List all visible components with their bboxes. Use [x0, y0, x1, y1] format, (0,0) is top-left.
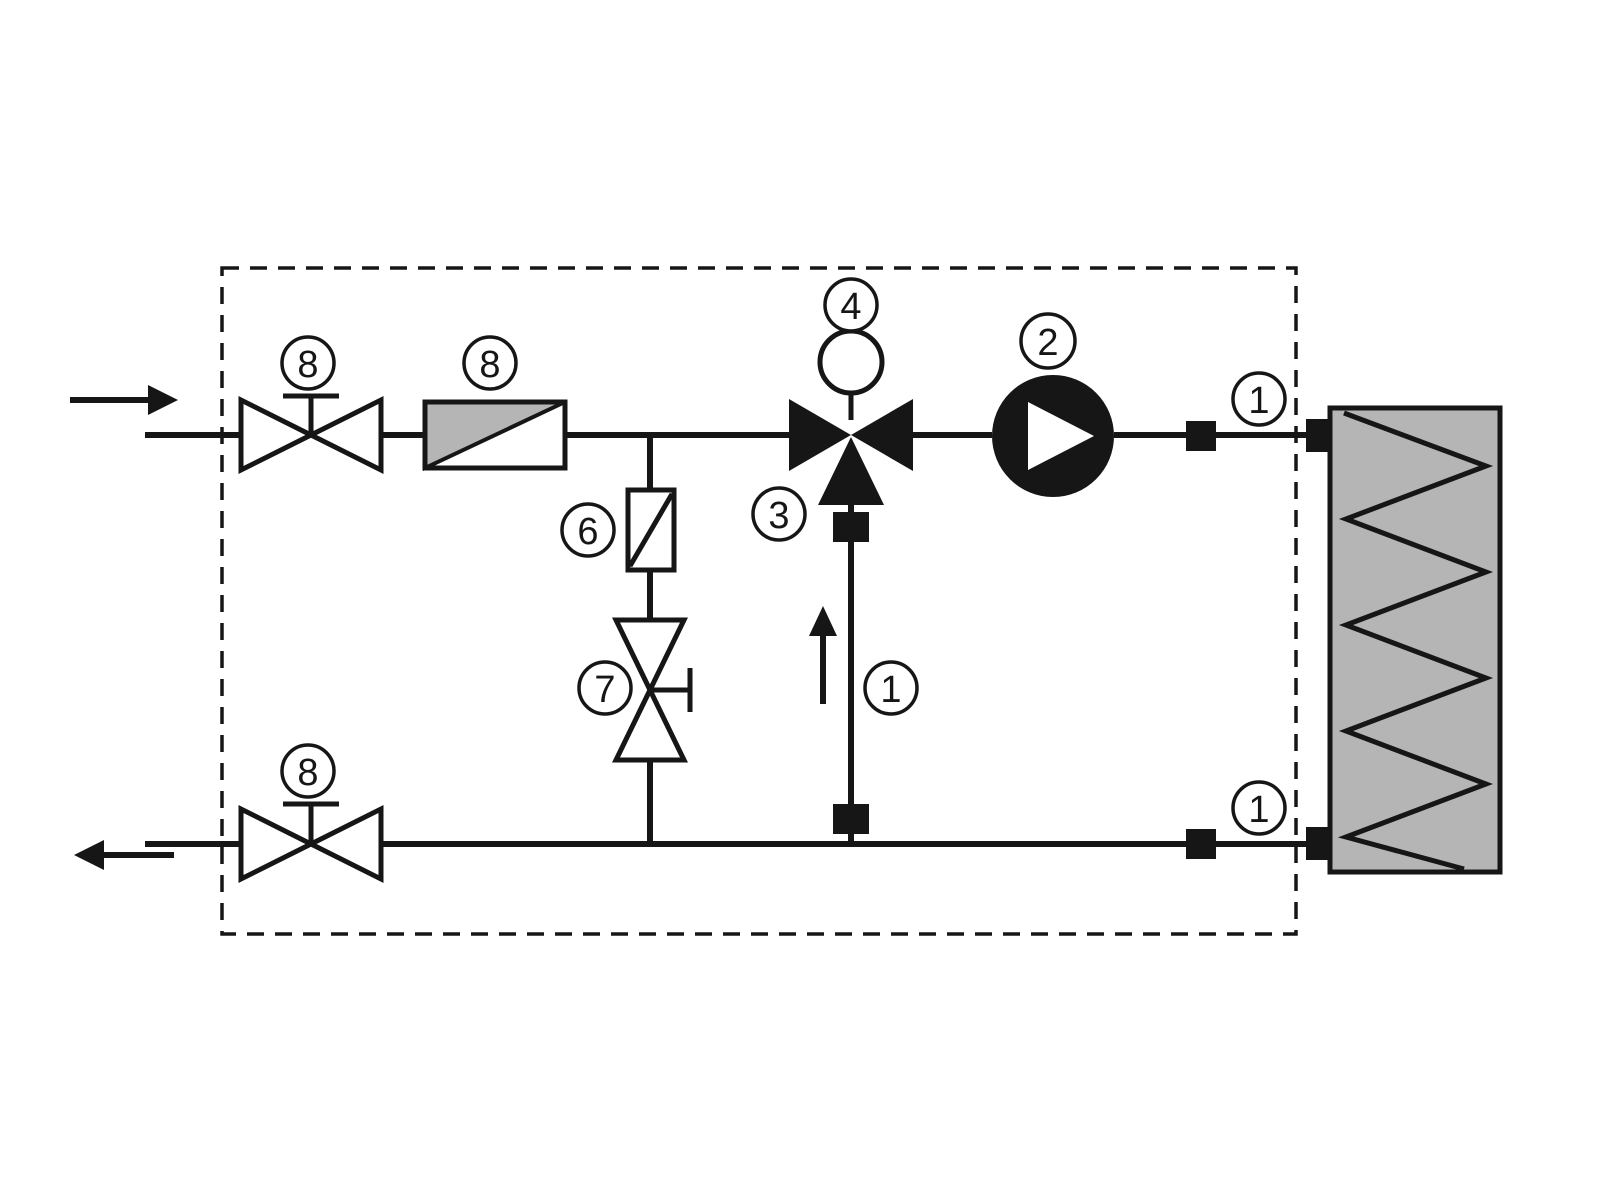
heat-exchanger	[1327, 405, 1503, 875]
badge-label: 8	[479, 344, 500, 386]
arrow-head	[809, 606, 837, 636]
badge-pump: 2	[1019, 312, 1077, 370]
valve-port-left	[789, 399, 851, 471]
badge-circle	[1231, 780, 1287, 836]
check-valve	[625, 487, 677, 573]
badge-label: 8	[297, 344, 318, 386]
badge-actuator: 4	[823, 277, 879, 333]
three-way-mixing-valve	[789, 399, 913, 505]
badge-return-shutoff-valve: 8	[280, 743, 336, 799]
badge-label: 8	[297, 752, 318, 794]
outlet-flow-arrow	[74, 840, 174, 870]
badge-circle	[462, 335, 518, 391]
strainer-outline	[422, 399, 568, 471]
badge-circle	[1019, 312, 1077, 370]
bypass-valve	[612, 617, 693, 763]
heat-exchanger-coil	[1337, 410, 1494, 872]
badge-circle	[863, 660, 919, 716]
mixing-port-fitting-bottom	[833, 804, 869, 834]
badge-circle	[751, 486, 807, 542]
actuator	[817, 328, 885, 420]
badge-circle	[577, 660, 633, 716]
valve-body-top	[612, 617, 688, 696]
mixing-port-fitting-top	[833, 512, 869, 542]
badge-return-sensor: 1	[1231, 780, 1287, 836]
actuator-head	[817, 328, 885, 396]
strainer	[422, 399, 568, 472]
badge-circle	[1231, 371, 1287, 427]
valve-port-bottom	[818, 437, 884, 505]
badge-label: 4	[840, 286, 861, 328]
badge-label: 1	[880, 669, 901, 711]
arrow-head	[148, 385, 178, 415]
badge-label: 6	[577, 511, 598, 553]
valve-body-right	[305, 395, 384, 475]
badge-circle	[280, 335, 336, 391]
badge-circle	[560, 502, 616, 558]
arrow-head	[74, 840, 104, 870]
badge-check-valve: 6	[560, 502, 616, 558]
valve-body-left	[238, 395, 317, 475]
pipework	[145, 432, 1330, 847]
badge-bypass-line: 1	[863, 660, 919, 716]
badge-bypass-valve: 7	[577, 660, 633, 716]
bypass-flow-arrow	[809, 606, 837, 704]
supply-sensor-fitting	[1186, 421, 1216, 451]
badge-label: 3	[768, 495, 789, 537]
badge-label: 1	[1248, 380, 1269, 422]
return-shutoff-valve	[238, 801, 384, 884]
supply-shutoff-valve	[238, 393, 384, 475]
badge-label: 7	[594, 669, 615, 711]
badge-supply-sensor: 1	[1231, 371, 1287, 427]
label-badges: 8 8 6 7 4 3 2 1	[280, 277, 1287, 836]
valve-body-left	[238, 804, 317, 884]
system-boundary	[220, 266, 1298, 936]
valve-body-right	[305, 804, 384, 884]
valve-port-right	[851, 399, 913, 471]
return-sensor-fitting	[1186, 829, 1216, 859]
inlet-flow-arrow	[70, 385, 178, 415]
badge-circle	[823, 277, 879, 333]
badge-strainer: 8	[462, 335, 518, 391]
valve-body-bottom	[612, 684, 688, 763]
badge-label: 1	[1248, 789, 1269, 831]
check-valve-flap	[627, 492, 675, 568]
badge-label: 2	[1037, 322, 1058, 364]
heat-exchanger-body	[1327, 405, 1503, 875]
pump	[992, 375, 1114, 497]
badge-supply-shutoff-valve: 8	[280, 335, 336, 391]
pump-impeller-arrow	[1028, 402, 1094, 470]
badge-three-way-valve: 3	[751, 486, 807, 542]
badge-circle	[280, 743, 336, 799]
